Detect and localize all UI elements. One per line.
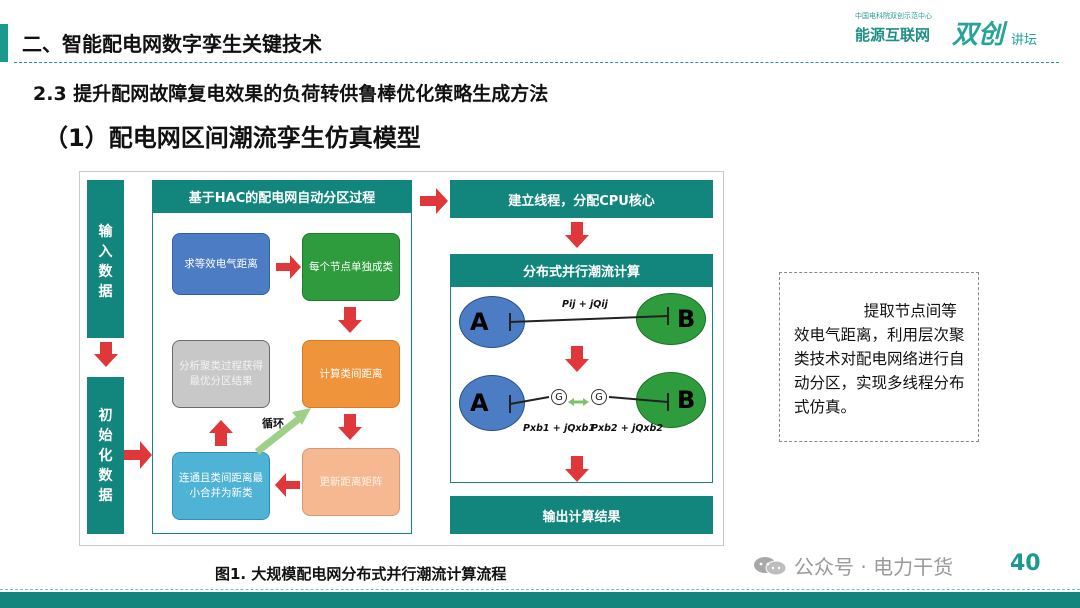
arrow-top-to-bottom — [565, 346, 589, 372]
node-update-matrix: 更新距离矩阵 — [302, 448, 400, 516]
node-b-bottom-label: B — [677, 386, 696, 414]
watermark-text: 公众号 · 电力干货 — [794, 555, 954, 579]
thread-box: 建立线程，分配CPU核心 — [450, 180, 713, 218]
hac-panel-title: 基于HAC的配电网自动分区过程 — [152, 180, 412, 213]
page-heading: （1）配电网区间潮流孪生仿真模型 — [44, 124, 421, 152]
arrow-init-to-panel — [124, 441, 152, 469]
node-each-class: 每个节点单独成类 — [302, 233, 400, 301]
header-accent-bar — [0, 24, 8, 62]
figure-caption: 图1. 大规模配电网分布式并行潮流计算流程 — [215, 565, 507, 583]
wechat-icon — [752, 555, 788, 577]
subtitle: 2.3 提升配网故障复电效果的负荷转供鲁棒优化策略生成方法 — [33, 83, 549, 105]
init-data-box: 初始化数据 — [87, 377, 124, 534]
generator-right-icon: G — [591, 389, 607, 405]
footer-dashed-line — [0, 589, 1080, 590]
page-number: 40 — [1010, 551, 1041, 576]
node-analyze-cluster: 分析聚类过程获得最优分区结果 — [172, 340, 270, 408]
node-a-top-label: A — [470, 308, 489, 336]
node-equiv-distance: 求等效电气距离 — [172, 233, 270, 295]
arrow-panel-to-thread — [420, 188, 448, 214]
node-a-bottom-label: A — [470, 389, 489, 417]
init-data-label: 初始化数据 — [98, 407, 113, 504]
arrow-input-to-init — [94, 342, 118, 367]
node-inter-class-distance: 计算类间距离 — [302, 340, 400, 408]
parallel-title: 分布式并行潮流计算 — [450, 254, 713, 287]
footer-bar — [0, 592, 1080, 608]
line-bottom-right — [608, 396, 669, 403]
logo-main-text: 能源互联网 — [855, 26, 931, 44]
generator-left-label: G — [555, 391, 563, 403]
line-bottom-left — [509, 396, 550, 405]
parallel-panel — [450, 254, 713, 483]
arrow-distance-to-update — [338, 414, 362, 440]
watermark: 公众号 · 电力干货 — [752, 551, 953, 580]
arrow-each-to-distance — [338, 307, 362, 333]
arrow-update-to-merge — [275, 473, 300, 497]
arrow-parallel-to-output — [565, 456, 589, 482]
node-b-top: B — [636, 293, 706, 345]
description-box: 提取节点间等效电气距离，利用层次聚类技术对配电网络进行自动分区，实现多线程分布式… — [779, 272, 979, 442]
logo: 中国电科院双创示范中心 能源互联网 双创 讲坛 — [855, 8, 1060, 50]
input-data-box: 输入数据 — [87, 180, 124, 338]
logo-big-text: 双创 — [952, 20, 1005, 50]
section-title: 二、智能配电网数字孪生关键技术 — [22, 32, 322, 56]
input-data-label: 输入数据 — [98, 224, 113, 300]
flow-label-right: Pxb2 + jQxb2 — [591, 423, 663, 434]
line-top — [509, 315, 669, 323]
flow-label-top: Pij + jQij — [562, 299, 608, 310]
loop-label: 循环 — [262, 417, 284, 430]
logo-tail-text: 讲坛 — [1011, 33, 1038, 48]
header-divider — [14, 62, 1059, 63]
red-arrows — [94, 188, 589, 497]
loop-arrow — [254, 408, 311, 455]
flow-label-left: Pxb1 + jQxb1 — [523, 423, 595, 434]
node-b-bottom: B — [636, 372, 706, 428]
arrow-equiv-to-each — [276, 255, 301, 279]
arrow-merge-to-analyze — [209, 420, 233, 446]
generator-left-icon: G — [551, 389, 567, 405]
node-a-top: A — [459, 296, 525, 348]
output-box: 输出计算结果 — [450, 496, 713, 534]
logo-small-text: 中国电科院双创示范中心 — [855, 12, 932, 20]
node-b-top-label: B — [677, 305, 696, 333]
arrow-thread-to-parallel — [565, 222, 589, 248]
generator-right-label: G — [595, 391, 603, 403]
g-double-arrow — [568, 398, 589, 406]
node-merge-class: 连通且类间距离最小合并为新类 — [172, 452, 270, 520]
